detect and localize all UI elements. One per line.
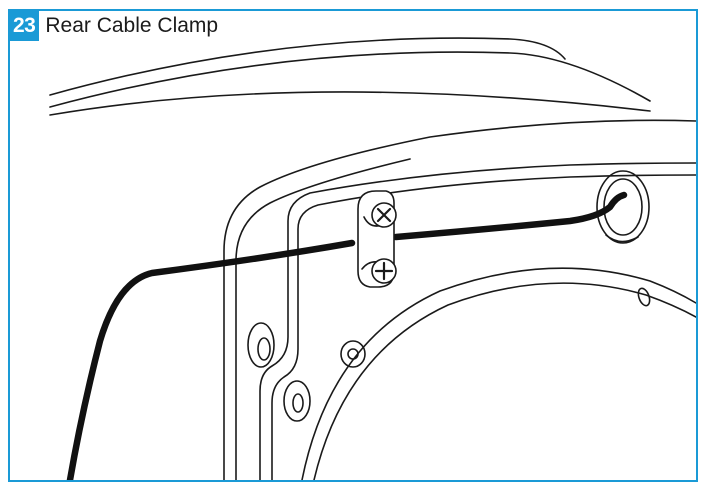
screw-boss-lower-left — [283, 380, 311, 422]
instruction-frame: 23 Rear Cable Clamp — [8, 9, 698, 482]
screw-boss-center — [340, 340, 366, 368]
side-housing-outline — [223, 119, 696, 480]
step-header: 23 Rear Cable Clamp — [10, 11, 218, 41]
cable — [66, 191, 628, 480]
inner-panel-outline — [259, 162, 696, 480]
top-housing-edges — [49, 37, 651, 116]
step-title: Rear Cable Clamp — [45, 14, 219, 37]
circular-opening — [301, 267, 696, 480]
screw-boss-upper-left — [247, 322, 275, 368]
step-number-badge: 23 — [10, 11, 40, 41]
screw-icon — [371, 202, 397, 284]
rear-cable-clamp-illustration — [49, 37, 696, 480]
grommet-icon — [596, 170, 650, 244]
